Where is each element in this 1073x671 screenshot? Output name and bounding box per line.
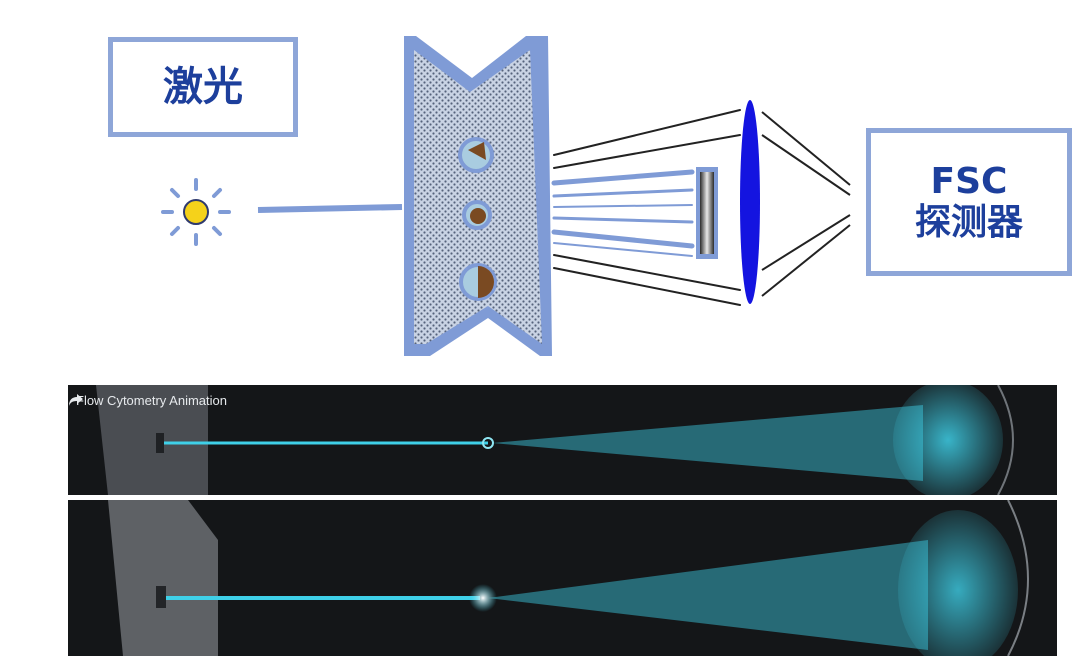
beam-blocker [696, 167, 718, 259]
cell-middle [462, 200, 492, 230]
flow-cell [404, 36, 552, 356]
video-frame-top[interactable]: Flow Cytometry Animation [68, 385, 1057, 495]
video-frame-bottom[interactable] [68, 500, 1057, 656]
scattered-light [551, 109, 741, 306]
sun-laser-source-icon [161, 178, 231, 246]
fsc-diagram [161, 36, 851, 356]
video-frame-top-graphic [96, 385, 1014, 495]
fsc-label: FSC [930, 160, 1008, 202]
detector-label: 探测器 [914, 202, 1023, 243]
video-title: Flow Cytometry Animation [76, 393, 227, 408]
laser-beam [257, 204, 403, 213]
fsc-detector-label-box: FSC 探测器 [866, 128, 1072, 276]
video-frame-bottom-graphic [108, 500, 1029, 656]
focusing-lens [740, 100, 760, 304]
laser-label-box: 激光 [108, 37, 298, 137]
focused-light [761, 111, 851, 297]
share-icon[interactable] [68, 393, 84, 407]
cell-top [458, 137, 494, 173]
cell-bottom [459, 263, 497, 301]
laser-label: 激光 [163, 64, 243, 110]
